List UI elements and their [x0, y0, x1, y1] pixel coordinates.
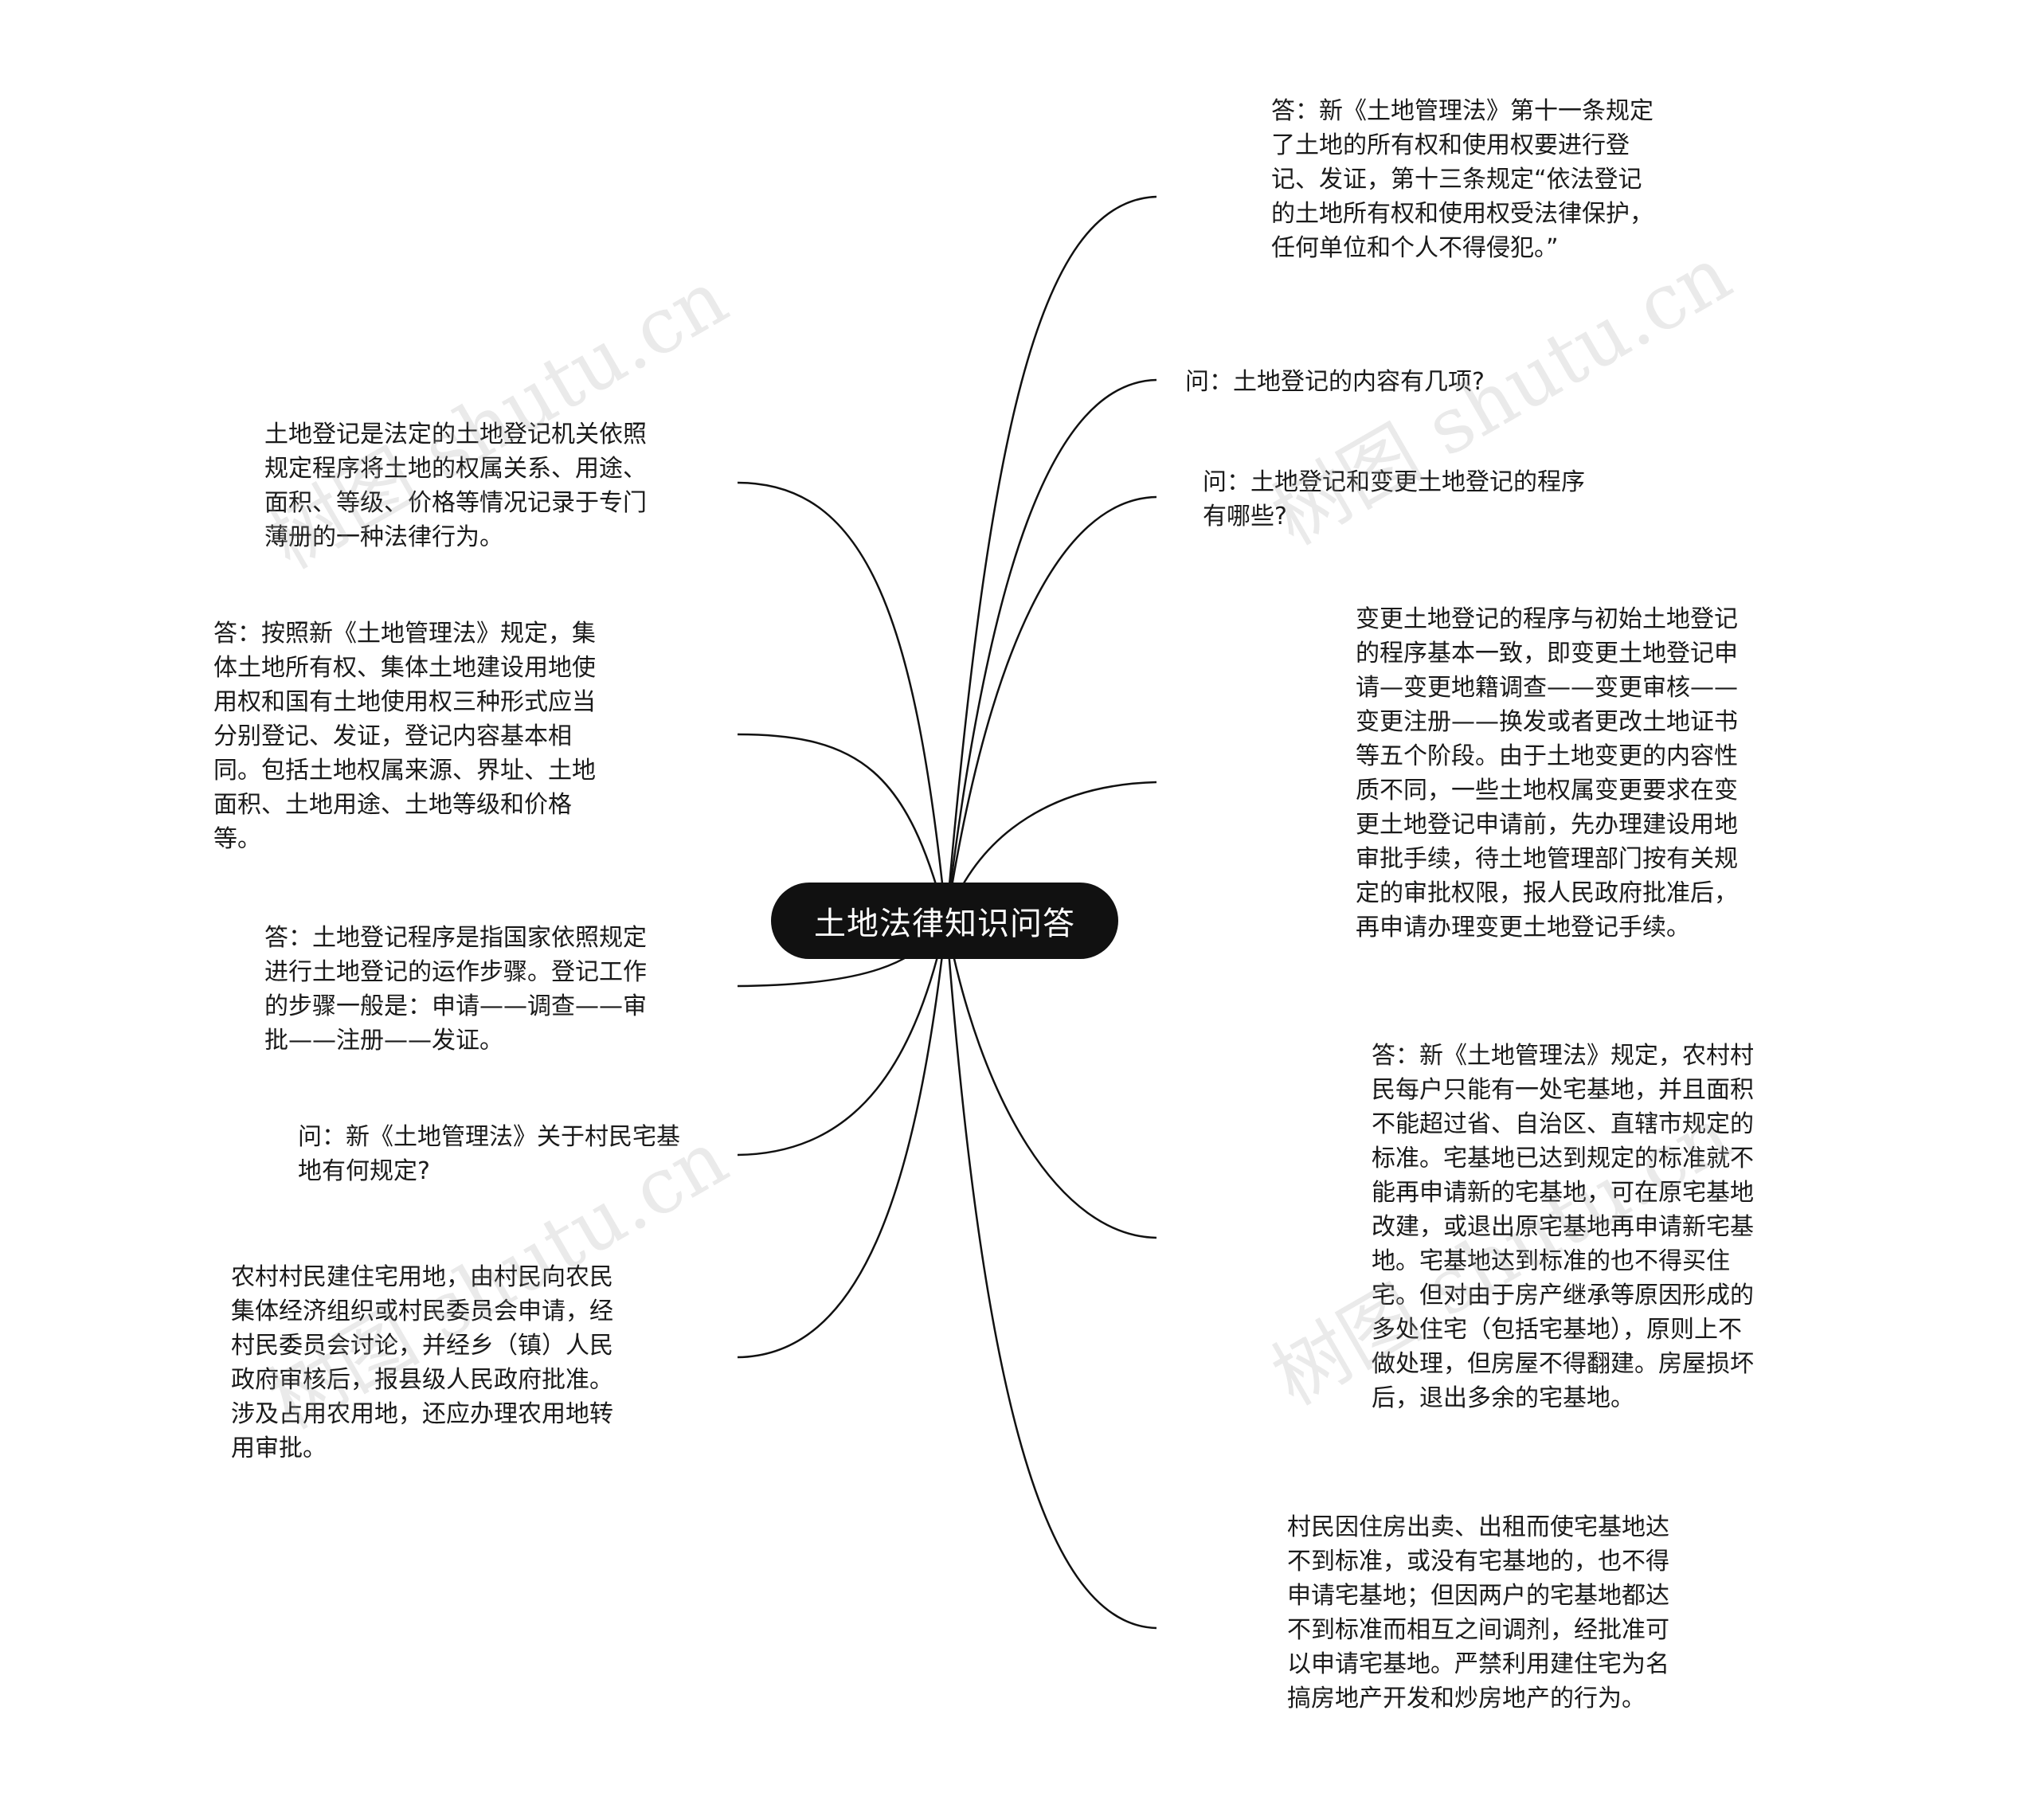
edge-r5: [945, 920, 1157, 1239]
node-registration-definition[interactable]: 土地登记是法定的土地登记机关依照规定程序将土地的权属关系、用途、面积、等级、价格…: [264, 421, 647, 551]
node-homestead-question[interactable]: 问：新《土地管理法》关于村民宅基地有何规定?: [298, 1123, 680, 1185]
node-registration-law-answer[interactable]: 答：新《土地管理法》第十一条规定了土地的所有权和使用权要进行登记、发证，第十三条…: [1271, 97, 1654, 262]
node-change-registration-answer[interactable]: 变更土地登记的程序与初始土地登记的程序基本一致，即变更土地登记申请—变更地籍调查…: [1356, 605, 1738, 941]
edge-r2: [945, 378, 1157, 922]
node-registration-content-question[interactable]: 问：土地登记的内容有几项?: [1185, 368, 1485, 396]
node-homestead-restriction[interactable]: 村民因住房出卖、出租而使宅基地达不到标准，或没有宅基地的，也不得申请宅基地；但因…: [1287, 1513, 1669, 1712]
node-registration-content-answer[interactable]: 答：按照新《土地管理法》规定，集体土地所有权、集体土地建设用地使用权和国有土地使…: [213, 620, 596, 853]
node-homestead-rule-answer[interactable]: 答：新《土地管理法》规定，农村村民每户只能有一处宅基地，并且面积不能超过省、自治…: [1372, 1042, 1754, 1412]
node-registration-procedure-answer[interactable]: 答：土地登记程序是指国家依照规定进行土地登记的运作步骤。登记工作的步骤一般是：申…: [264, 924, 647, 1055]
edge-r3: [945, 495, 1157, 922]
node-registration-procedure-question[interactable]: 问：土地登记和变更土地登记的程序有哪些?: [1203, 468, 1585, 530]
edge-l4: [737, 920, 948, 1157]
node-village-housing-land[interactable]: 农村村民建住宅用地，由村民向农民集体经济组织或村民委员会申请，经村民委员会讨论，…: [231, 1263, 613, 1462]
central-topic[interactable]: 土地法律知识问答: [771, 883, 1118, 959]
central-topic-label: 土地法律知识问答: [814, 906, 1075, 942]
edge-l2: [737, 733, 948, 922]
edge-r1: [945, 195, 1157, 922]
edge-l1: [737, 481, 948, 922]
edge-r6: [945, 920, 1157, 1630]
edge-l5: [737, 920, 948, 1359]
